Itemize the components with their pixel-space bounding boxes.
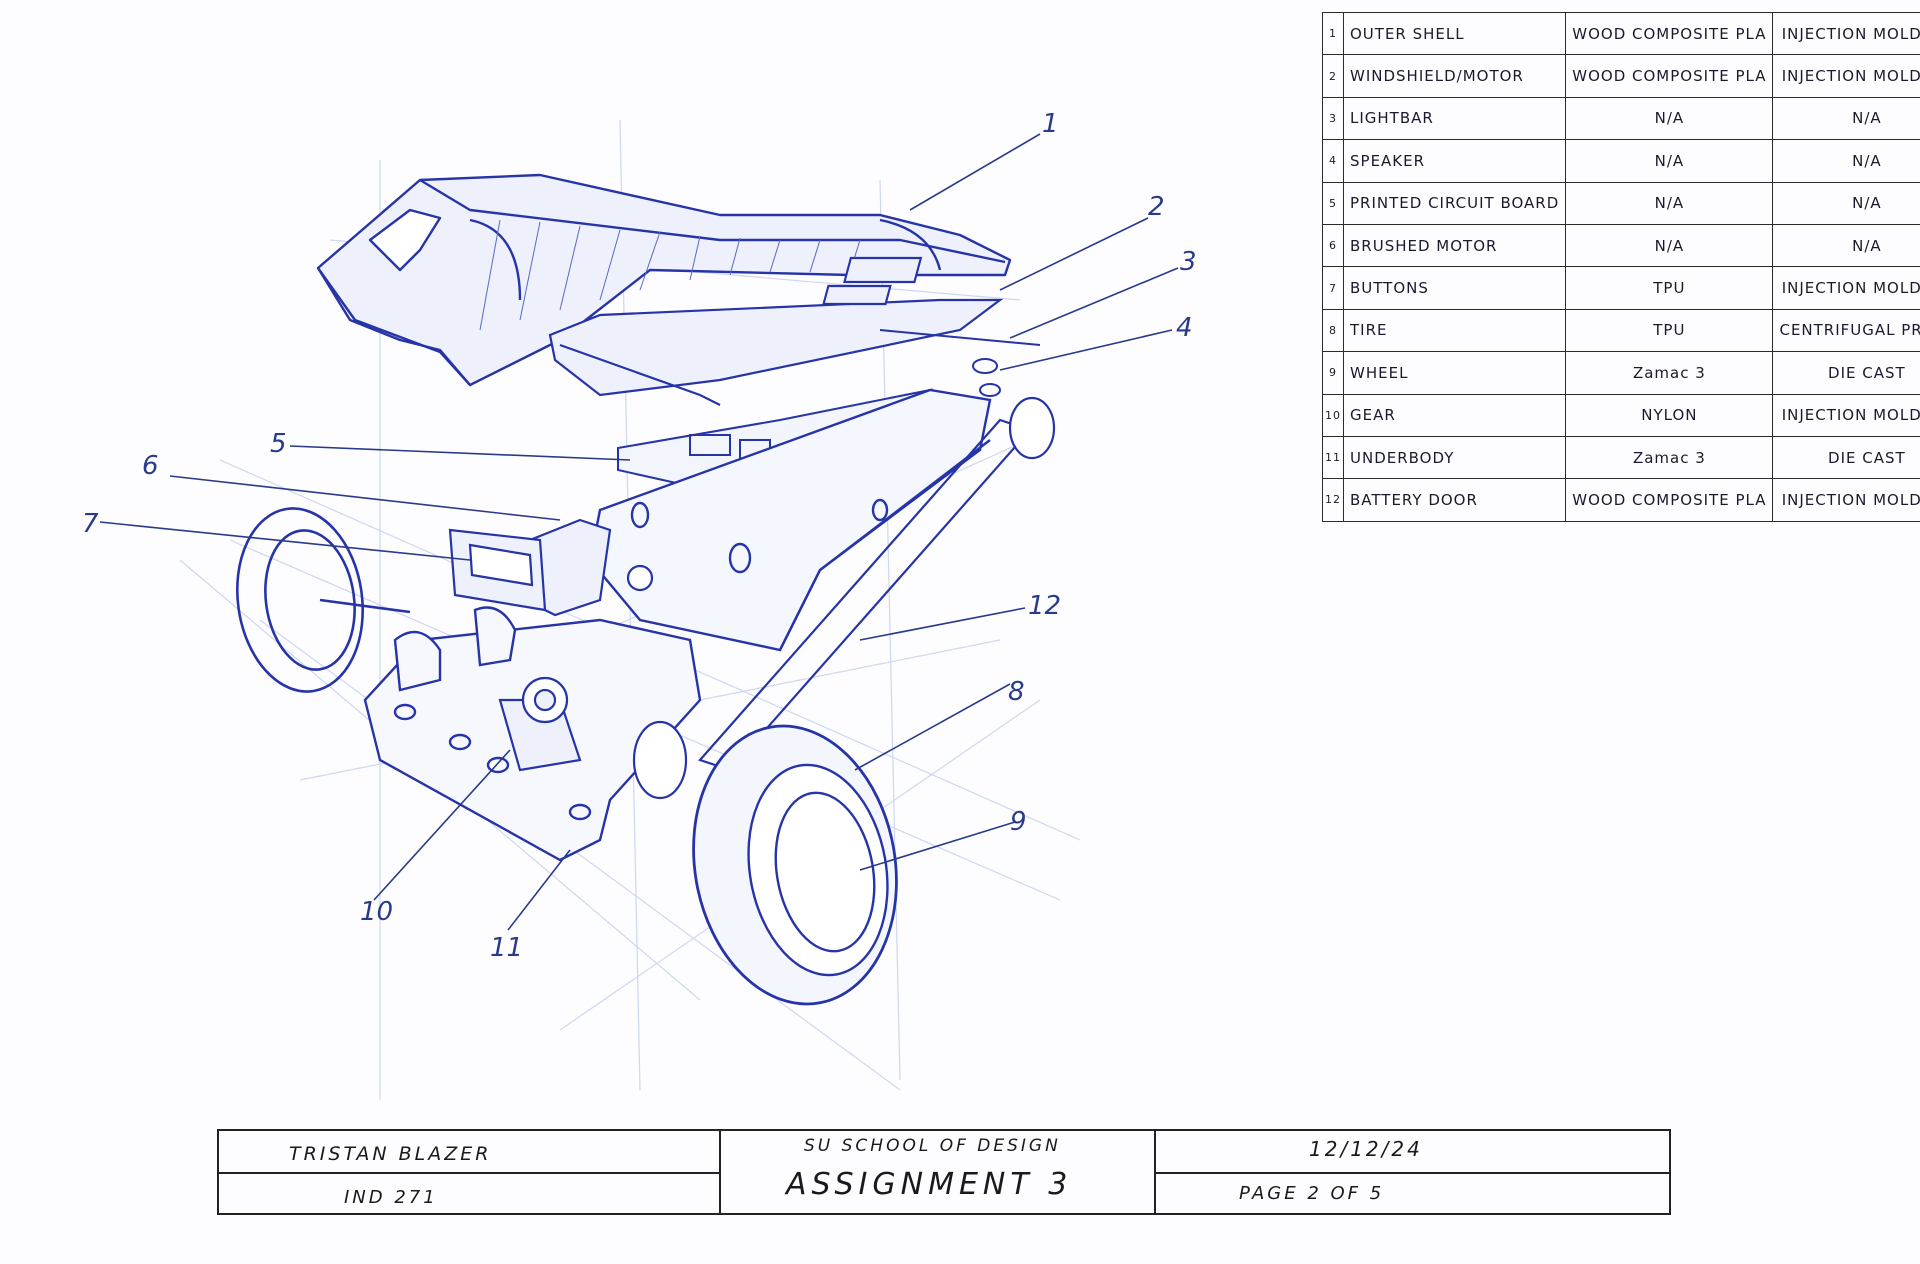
title-block: TRISTAN BLAZER IND 271 SU SCHOOL OF DESI… [217, 1129, 1671, 1215]
parts-table-process-cell: N/A [1772, 181, 1920, 225]
callout-10: 10 [360, 897, 393, 927]
callout-numbers: 1 2 3 4 5 6 7 8 9 10 11 12 [82, 109, 1197, 963]
assignment-title: ASSIGNMENT 3 [786, 1167, 1073, 1202]
parts-table-part-cell: PRINTED CIRCUIT BOARD [1342, 181, 1567, 225]
parts-table-process-cell: INJECTION MOLDING [1772, 266, 1920, 310]
callout-4: 4 [1176, 313, 1193, 343]
parts-table-material-cell: WOOD COMPOSITE PLA [1565, 54, 1774, 98]
parts-table-material-cell: WOOD COMPOSITE PLA [1565, 478, 1774, 522]
left-wheel [235, 507, 411, 693]
wheel-part [747, 763, 889, 977]
parts-table-process-cell: INJECTION MOLDING [1772, 54, 1920, 98]
parts-table-material-cell: N/A [1565, 223, 1774, 268]
student-name: TRISTAN BLAZER [289, 1143, 492, 1165]
parts-table-part-cell: SPEAKER [1342, 139, 1567, 183]
drawing-date: 12/12/24 [1309, 1137, 1423, 1161]
callout-12: 12 [1028, 591, 1061, 621]
parts-table-num-cell: 1 [1322, 11, 1344, 56]
callout-7: 7 [82, 509, 99, 539]
parts-table-material-cell: N/A [1565, 139, 1774, 183]
parts-table-process-cell: N/A [1772, 96, 1920, 141]
outer-shell-part [316, 173, 1012, 387]
parts-table-part-cell: BRUSHED MOTOR [1342, 223, 1567, 268]
parts-table-material-cell: N/A [1565, 96, 1774, 141]
parts-table-process-cell: DIE CAST [1772, 351, 1920, 395]
parts-table-part-cell: TIRE [1342, 308, 1567, 353]
parts-table-num-cell: 9 [1322, 351, 1344, 395]
parts-table-num-cell: 2 [1322, 54, 1344, 98]
lightbar-part [822, 256, 923, 306]
parts-table-num-cell: 8 [1322, 308, 1344, 353]
parts-table-material-cell: Zamac 3 [1565, 351, 1774, 395]
parts-table-num-cell: 7 [1322, 266, 1344, 310]
callout-9: 9 [1010, 807, 1027, 837]
page-number: PAGE 2 OF 5 [1239, 1183, 1385, 1204]
windshield-part [548, 298, 1004, 406]
parts-table-process-cell: INJECTION MOLDING [1772, 11, 1920, 56]
parts-table-part-cell: BUTTONS [1342, 266, 1567, 310]
gear-part [498, 676, 582, 772]
parts-table-material-cell: TPU [1565, 266, 1774, 310]
parts-table-process-cell: INJECTION MOLDING [1772, 393, 1920, 437]
parts-table-part-cell: UNDERBODY [1342, 435, 1567, 480]
parts-table-material-cell: TPU [1565, 308, 1774, 353]
title-divider [219, 1172, 719, 1174]
parts-table-num-cell: 5 [1322, 181, 1344, 225]
parts-table-num-cell: 6 [1322, 223, 1344, 268]
parts-table-num-cell: 12 [1322, 478, 1344, 522]
callout-2: 2 [1148, 192, 1165, 222]
school-name: SU SCHOOL OF DESIGN [804, 1136, 1061, 1156]
parts-table-process-cell: DIE CAST [1772, 435, 1920, 480]
parts-table-part-cell: LIGHTBAR [1342, 96, 1567, 141]
callout-1: 1 [1042, 109, 1059, 139]
parts-table-process-cell: N/A [1772, 223, 1920, 268]
parts-table-material-cell: Zamac 3 [1565, 435, 1774, 480]
parts-table-part-cell: OUTER SHELL [1342, 11, 1567, 56]
leader-lines [99, 133, 1179, 931]
course-code: IND 271 [344, 1187, 438, 1208]
parts-table-part-cell: BATTERY DOOR [1342, 478, 1567, 522]
title-divider [1154, 1172, 1669, 1174]
parts-table-part-cell: GEAR [1342, 393, 1567, 437]
parts-table-material-cell: WOOD COMPOSITE PLA [1565, 11, 1774, 56]
parts-table-num-cell: 11 [1322, 435, 1344, 480]
buttons-part [448, 528, 547, 612]
title-divider [719, 1131, 721, 1213]
parts-table-process-cell: N/A [1772, 139, 1920, 183]
callout-8: 8 [1008, 677, 1025, 707]
callout-6: 6 [142, 451, 159, 481]
parts-table-process-cell: INJECTION MOLDING [1772, 478, 1920, 522]
parts-table-part-cell: WINDSHIELD/MOTOR [1342, 54, 1567, 98]
callout-5: 5 [270, 429, 287, 459]
parts-table-material-cell: NYLON [1565, 393, 1774, 437]
parts-table-num-cell: 4 [1322, 139, 1344, 183]
parts-table-num-cell: 3 [1322, 96, 1344, 141]
callout-11: 11 [490, 933, 523, 963]
chassis-body [588, 388, 992, 652]
parts-table-num-cell: 10 [1322, 393, 1344, 437]
parts-table-process-cell: CENTRIFUGAL PRESS [1772, 308, 1920, 353]
speaker-part [879, 329, 1041, 397]
brushed-motor-part [523, 518, 654, 617]
front-right-wheel [632, 396, 1056, 800]
parts-table-part-cell: WHEEL [1342, 351, 1567, 395]
callout-3: 3 [1180, 247, 1197, 277]
parts-table-material-cell: N/A [1565, 181, 1774, 225]
